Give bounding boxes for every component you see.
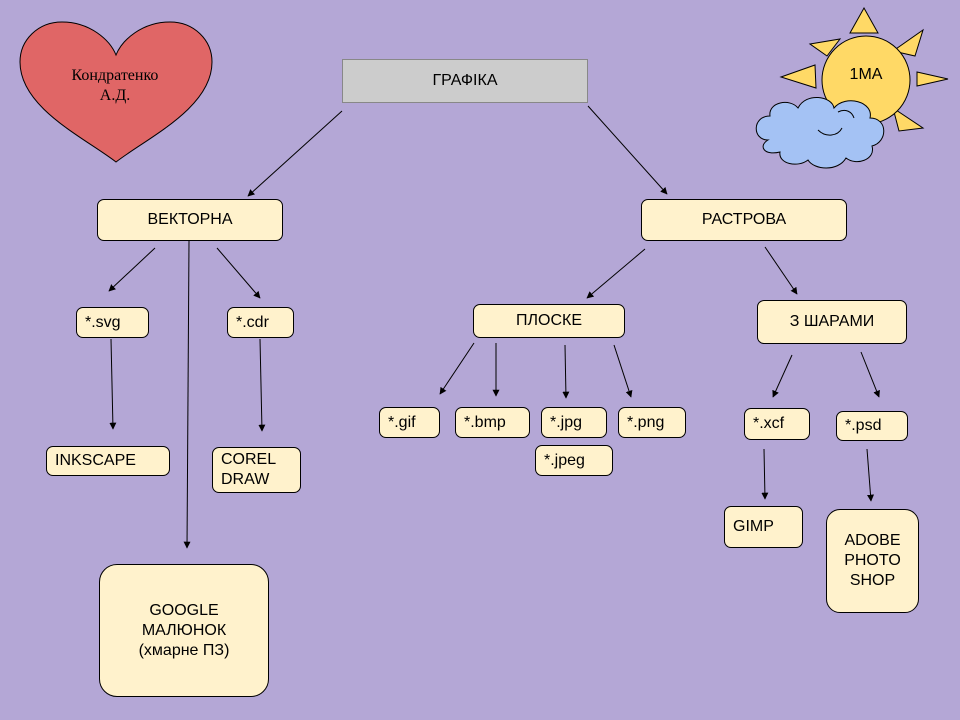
cloud-icon <box>755 97 885 169</box>
node-vector: ВЕКТОРНА <box>97 199 283 241</box>
node-google-drawings: GOOGLE МАЛЮНОК (хмарне ПЗ) <box>99 564 269 697</box>
root-node: ГРАФІКА <box>342 59 588 103</box>
node-layers: З ШАРАМИ <box>757 300 907 344</box>
node-inkscape: INKSCAPE <box>46 446 170 476</box>
arrow-vector-cdr <box>216 247 261 299</box>
node-bmp: *.bmp <box>455 407 530 438</box>
arrow-raster-layers <box>764 246 798 295</box>
arrow-layers-psd <box>860 351 880 398</box>
arrow-xcf-gimp <box>761 448 769 500</box>
node-gimp: GIMP <box>724 506 803 548</box>
arrow-flat-png <box>613 344 633 398</box>
class-text: 1МА <box>849 66 883 83</box>
node-png: *.png <box>618 407 686 438</box>
node-cdr: *.cdr <box>227 307 294 338</box>
node-gif: *.gif <box>379 407 440 438</box>
node-corel-draw: COREL DRAW <box>212 447 301 493</box>
node-xcf: *.xcf <box>744 408 810 440</box>
arrow-flat-jpg <box>562 344 570 399</box>
node-flat: ПЛОСКЕ <box>473 304 625 338</box>
node-jpg: *.jpg <box>541 407 607 438</box>
node-photoshop: ADOBE PHOTO SHOP <box>826 509 919 613</box>
arrow-root-vector <box>247 110 343 197</box>
heart-shape <box>19 21 213 163</box>
root-label: ГРАФІКА <box>432 72 498 89</box>
arrow-root-raster <box>587 105 668 195</box>
arrow-flat-gif <box>439 342 475 395</box>
arrow-layers-xcf <box>772 354 793 398</box>
author-text: Кондратенко А.Д. <box>71 67 159 104</box>
arrow-vector-svg <box>108 247 156 292</box>
arrow-raster-flat <box>586 248 646 299</box>
arrow-psd-photoshop <box>866 448 875 502</box>
node-psd: *.psd <box>836 411 908 441</box>
arrow-vector-google <box>183 240 191 549</box>
node-jpeg: *.jpeg <box>535 445 613 476</box>
arrow-cdr-corel <box>258 338 266 432</box>
node-raster: РАСТРОВА <box>641 199 847 241</box>
node-svg: *.svg <box>76 307 149 338</box>
arrow-svg-inkscape <box>109 338 117 430</box>
